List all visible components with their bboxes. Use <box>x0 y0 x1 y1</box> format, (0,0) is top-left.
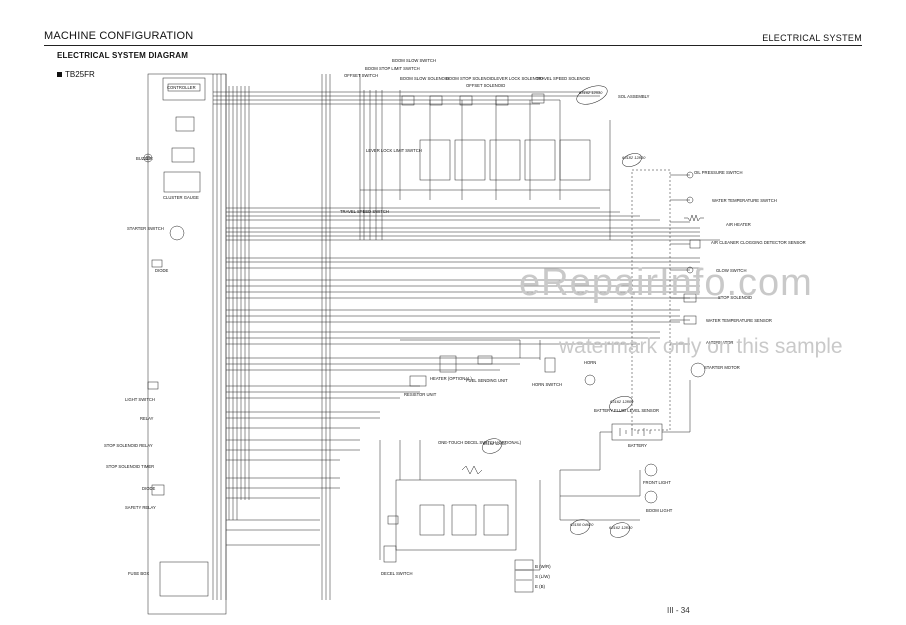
cluster-gauge-box <box>163 171 201 193</box>
label-light-switch: LIGHT SWITCH <box>125 397 155 402</box>
stamp-4: 63162 12700 <box>483 441 507 446</box>
terminal-e-label: E (B) <box>535 584 546 589</box>
engine-frame <box>631 169 671 431</box>
buzzer-symbol <box>143 153 153 163</box>
diagram-title: ELECTRICAL SYSTEM DIAGRAM <box>57 51 189 60</box>
left-panel-frame <box>147 73 227 615</box>
label-fuse-box: FUSE BOX <box>128 571 149 576</box>
watermark-note: watermark only on this sample <box>559 335 843 358</box>
section-title: MACHINE CONFIGURATION <box>44 30 194 42</box>
label-resistor-unit: RESISTOR UNIT <box>404 392 437 397</box>
label-air-cleaner-sensor: AIR CLEANER CLOGGING DETECTOR SENSOR <box>711 240 806 245</box>
label-stop-solenoid: STOP SOLENOID <box>718 295 752 300</box>
label-glow-switch: GLOW SWITCH <box>716 268 746 273</box>
fuse-box <box>159 561 209 597</box>
decel-switch-symbol <box>383 545 397 563</box>
terminal-block <box>514 559 534 593</box>
label-starter-switch: STARTER SWITCH <box>127 226 164 231</box>
label-horn: HORN <box>584 360 596 365</box>
front-light-symbol <box>644 463 658 477</box>
model-label: TB25FR <box>65 70 95 79</box>
label-travel-speed-solenoid: TRAVEL SPEED SOLENOID <box>536 76 590 81</box>
label-controller: CONTROLLER <box>167 85 196 90</box>
label-boom-stop-solenoid: BOOM STOP SOLENOID <box>446 76 494 81</box>
section-subtitle: ELECTRICAL SYSTEM <box>762 33 862 43</box>
label-heater: HEATER (OPTIONAL) <box>430 376 472 381</box>
label-lever-lock-solenoid: LEVER LOCK SOLENOID <box>494 76 543 81</box>
label-air-heater: AIR HEATER <box>726 222 751 227</box>
starter-switch-symbol <box>169 225 185 241</box>
boom-light-symbol <box>644 490 658 504</box>
watermark-brand: eRepairInfo.com <box>519 262 813 304</box>
label-diode-top: DIODE <box>155 268 168 273</box>
horn-symbol <box>584 374 596 386</box>
label-lever-lock-limit-switch: LEVER LOCK LIMIT SWITCH <box>366 148 422 153</box>
label-boom-slow-solenoid: BOOM SLOW SOLENOID <box>400 76 449 81</box>
label-diode-bottom: DIODE <box>142 486 155 491</box>
label-oil-pressure-switch: OIL PRESSURE SWITCH <box>694 170 742 175</box>
bullet-square-icon <box>57 72 62 77</box>
model-tag: TB25FR <box>57 70 95 79</box>
controller-box <box>162 77 206 101</box>
label-alternator: ALTERNATOR <box>706 340 733 345</box>
label-fuel-sending-unit: FUEL SENDING UNIT <box>466 378 508 383</box>
page-number: III - 34 <box>667 606 690 615</box>
label-water-temperature-switch: WATER TEMPERATURE SWITCH <box>712 198 777 203</box>
stamp-6: 63162 12830 <box>609 525 633 530</box>
starter-motor-symbol <box>690 362 706 378</box>
header-rule <box>44 45 862 46</box>
label-one-touch-decel: ONE-TOUCH DECEL SWITCH (OPTIONAL) <box>438 440 522 445</box>
label-boom-stop-limit-switch: BOOM STOP LIMIT SWITCH <box>365 66 420 71</box>
label-stop-solenoid-timer: STOP SOLENOID TIMER <box>106 464 154 469</box>
label-decel-switch: DECEL SWITCH <box>381 571 413 576</box>
stamp-1: 63162 12530 <box>579 90 603 95</box>
label-safety-relay: SAFETY RELAY <box>125 505 156 510</box>
label-offset-switch: OFFSET SWITCH <box>344 73 378 78</box>
battery-symbol <box>611 423 663 441</box>
terminal-s-label: S (L/W) <box>535 574 550 579</box>
label-cluster-gauge: CLUSTER GAUGE <box>163 195 199 200</box>
stamp-3: 63162 12800 <box>610 399 634 404</box>
label-travel-speed-switch: TRAVEL SPEED SWITCH <box>340 209 389 214</box>
stamp-2: 63182 12830 <box>622 155 646 160</box>
label-sol-assembly: SOL ASSEMBLY <box>618 94 650 99</box>
label-horn-switch: HORN SWITCH <box>532 382 562 387</box>
label-battery-fluid-sensor: BATTERY FLUID LEVEL SENSOR <box>594 408 659 413</box>
label-stop-solenoid-relay: STOP SOLENOID RELAY <box>104 443 153 448</box>
label-boom-light: BOOM LIGHT <box>646 508 673 513</box>
label-relay: RELAY <box>140 416 154 421</box>
label-offset-solenoid: OFFSET SOLENOID <box>466 83 505 88</box>
label-boom-slow-switch: BOOM SLOW SWITCH <box>392 58 436 63</box>
label-front-light: FRONT LIGHT <box>643 480 671 485</box>
terminal-b-label: B (W/R) <box>535 564 551 569</box>
label-battery: BATTERY <box>628 443 647 448</box>
label-starter-motor: STARTER MOTOR <box>704 365 740 370</box>
label-water-temperature-sensor: WATER TEMPERATURE SENSOR <box>706 318 772 323</box>
label-buzzer: BUZZER <box>136 156 153 161</box>
stamp-5: 63150 04620 <box>570 522 594 527</box>
